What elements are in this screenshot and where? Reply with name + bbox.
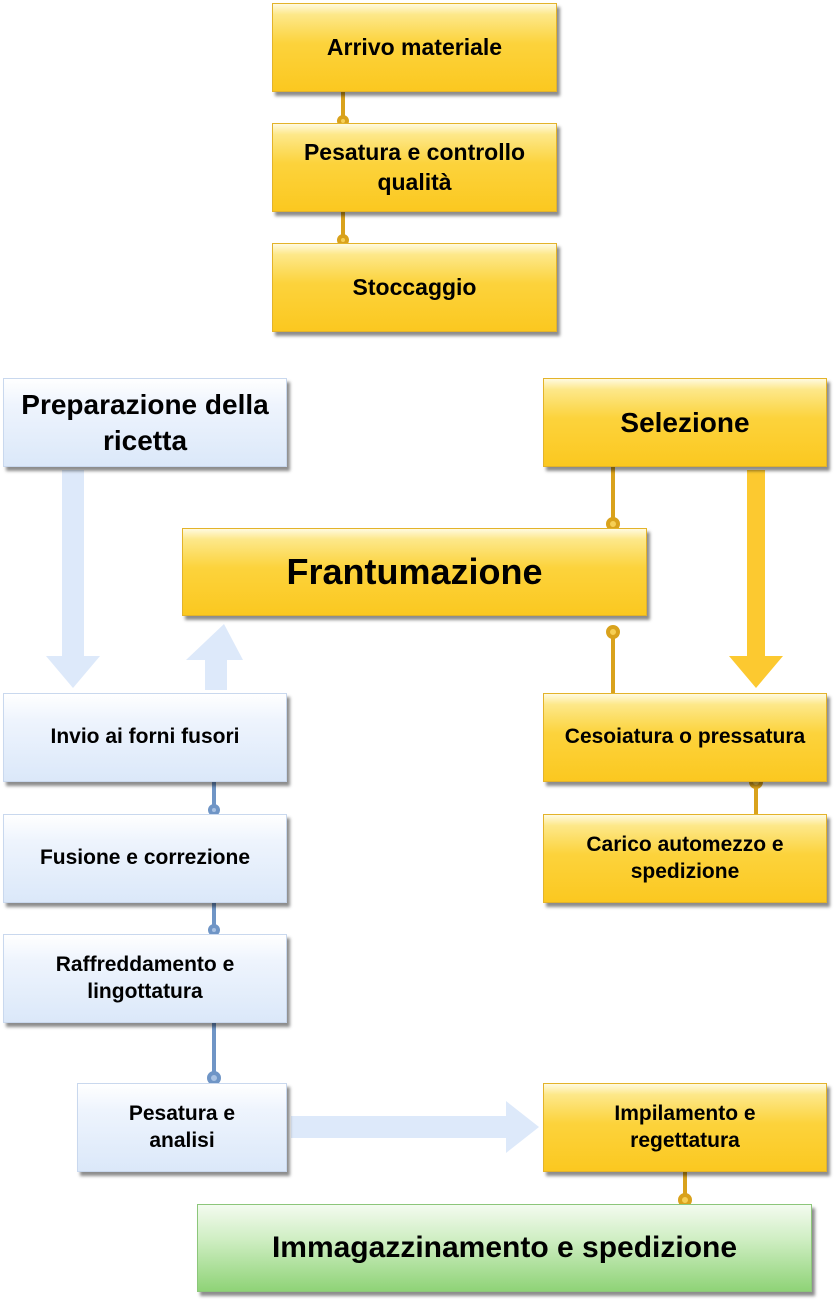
step-label: Carico automezzo e spedizione — [586, 832, 784, 883]
step-label: Frantumazione — [286, 550, 543, 592]
arrow-up-invio-frantumazione — [186, 624, 243, 690]
arrow-right-pesatura-impilamento — [291, 1101, 539, 1153]
step-label: Fusione e correzione — [39, 846, 251, 870]
step-label: Pesatura e controllo qualità — [303, 139, 526, 195]
step-preparazione-ricetta: Preparazione della ricetta — [3, 378, 287, 467]
step-label: Arrivo materiale — [326, 33, 503, 60]
step-selezione: Selezione — [543, 378, 827, 467]
step-frantumazione: Frantumazione — [182, 528, 647, 616]
connector-dot — [606, 625, 620, 639]
step-label: Impilamento e regettatura — [614, 1101, 756, 1152]
step-pesatura-controllo-qualita: Pesatura e controllo qualità — [272, 123, 557, 212]
step-impilamento-regettatura: Impilamento e regettatura — [543, 1083, 827, 1172]
step-label: Selezione — [620, 406, 750, 438]
connector-dot — [208, 924, 220, 936]
arrow-down-selezione-cesoiatura — [729, 470, 783, 688]
step-pesatura-analisi: Pesatura e analisi — [77, 1083, 287, 1172]
step-label: Immagazzinamento e spedizione — [271, 1230, 738, 1264]
arrow-down-preparazione-invio — [46, 470, 100, 688]
step-fusione-correzione: Fusione e correzione — [3, 814, 287, 903]
step-immagazzinamento-spedizione: Immagazzinamento e spedizione — [197, 1204, 812, 1292]
step-label: Cesoiatura o pressatura — [564, 725, 806, 749]
blue-connectors — [207, 782, 221, 1085]
step-label: Pesatura e analisi — [128, 1101, 236, 1152]
step-stoccaggio: Stoccaggio — [272, 243, 557, 332]
step-label: Stoccaggio — [352, 273, 477, 300]
step-label: Raffreddamento e lingottatura — [55, 952, 235, 1003]
connector-dot — [208, 804, 220, 816]
step-arrivo-materiale: Arrivo materiale — [272, 3, 557, 92]
step-label: Invio ai forni fusori — [50, 725, 240, 749]
step-invio-forni-fusori: Invio ai forni fusori — [3, 693, 287, 782]
step-carico-automezzo-spedizione: Carico automezzo e spedizione — [543, 814, 827, 903]
step-cesoiatura-pressatura: Cesoiatura o pressatura — [543, 693, 827, 782]
step-label: Preparazione della ricetta — [21, 388, 269, 456]
connector-dot — [207, 1071, 221, 1085]
step-raffreddamento-lingottatura: Raffreddamento e lingottatura — [3, 934, 287, 1023]
